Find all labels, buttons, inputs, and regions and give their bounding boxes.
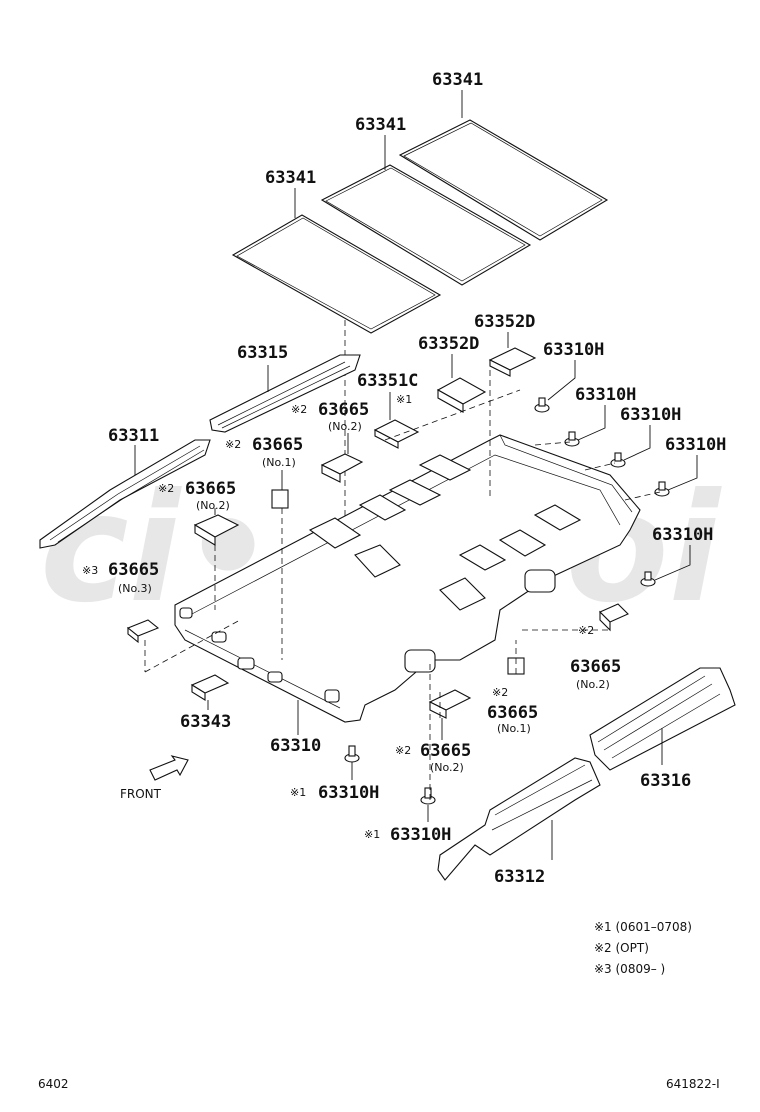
label-63311: 63311 (108, 426, 159, 446)
mark-1-b: ※1 (290, 786, 306, 799)
roof-sheet-3 (398, 119, 609, 241)
part-63316 (589, 667, 736, 771)
clip-63310h-b1 (344, 745, 360, 763)
no2-a: (No.2) (328, 420, 362, 433)
label-63665-f: 63665 (487, 703, 538, 723)
mark-1-a: ※1 (396, 393, 412, 406)
label-63351c: 63351C (357, 371, 418, 391)
mark-1-c: ※1 (364, 828, 380, 841)
label-63310h-top: 63310H (543, 340, 604, 360)
no1-b: (No.1) (262, 456, 296, 469)
no1-f: (No.1) (497, 722, 531, 735)
label-63310h-r3: 63310H (665, 435, 726, 455)
label-63315: 63315 (237, 343, 288, 363)
part-63311 (39, 439, 211, 549)
footer-right: 641822-I (666, 1077, 720, 1091)
label-63665-e: 63665 (570, 657, 621, 677)
part-63352d-a (488, 347, 537, 377)
headliner (174, 434, 641, 723)
part-63351c (373, 419, 420, 449)
footer-left: 6402 (38, 1077, 69, 1091)
part-63312 (437, 757, 601, 881)
mark-2-f: ※2 (492, 686, 508, 699)
no2-c: (No.2) (196, 499, 230, 512)
part-63665-b (271, 489, 289, 509)
label-63312: 63312 (494, 867, 545, 887)
part-63665-g (428, 689, 472, 719)
part-63352d-b (436, 377, 487, 413)
label-63341-c: 63341 (432, 70, 483, 90)
part-63665-a (320, 453, 364, 483)
mark-3-d: ※3 (82, 564, 98, 577)
clip-63310h-b2 (420, 787, 436, 805)
label-63341-a: 63341 (265, 168, 316, 188)
note-1: ※1 (0601–0708) (594, 920, 692, 934)
label-63310h-r4: 63310H (652, 525, 713, 545)
mark-2-e: ※2 (578, 624, 594, 637)
mark-2-g: ※2 (395, 744, 411, 757)
roof-sheet-1 (231, 214, 442, 334)
front-arrow-icon (149, 755, 189, 781)
note-2: ※2 (OPT) (594, 941, 649, 955)
clip-63310h-top (534, 397, 550, 413)
label-63310h-r1: 63310H (575, 385, 636, 405)
mark-2-b: ※2 (225, 438, 241, 451)
label-63316: 63316 (640, 771, 691, 791)
part-63665-e (599, 603, 629, 632)
label-63665-g: 63665 (420, 741, 471, 761)
label-63665-a: 63665 (318, 400, 369, 420)
label-63352d-a: 63352D (474, 312, 535, 332)
no2-e: (No.2) (576, 678, 610, 691)
clip-63310h-r3 (654, 481, 670, 497)
front-label: FRONT (120, 787, 162, 801)
label-63343: 63343 (180, 712, 231, 732)
roof-sheet-2 (320, 164, 532, 286)
no3-d: (No.3) (118, 582, 152, 595)
clip-63310h-r1 (564, 431, 580, 447)
label-63310h-b1: 63310H (318, 783, 379, 803)
label-63310h-r2: 63310H (620, 405, 681, 425)
clip-63310h-r4 (640, 571, 656, 587)
part-63665-d (126, 619, 160, 644)
label-63352d-b: 63352D (418, 334, 479, 354)
mark-2-c: ※2 (158, 482, 174, 495)
part-63665-c (193, 514, 240, 546)
label-63341-b: 63341 (355, 115, 406, 135)
label-63665-b: 63665 (252, 435, 303, 455)
note-3: ※3 (0809– ) (594, 962, 665, 976)
no2-g: (No.2) (430, 761, 464, 774)
label-63310: 63310 (270, 736, 321, 756)
label-63665-d: 63665 (108, 560, 159, 580)
clip-63310h-r2 (610, 452, 626, 468)
part-63315 (209, 354, 361, 433)
mark-2-a: ※2 (291, 403, 307, 416)
label-63310h-b2: 63310H (390, 825, 451, 845)
part-63343 (190, 674, 230, 701)
label-63665-c: 63665 (185, 479, 236, 499)
